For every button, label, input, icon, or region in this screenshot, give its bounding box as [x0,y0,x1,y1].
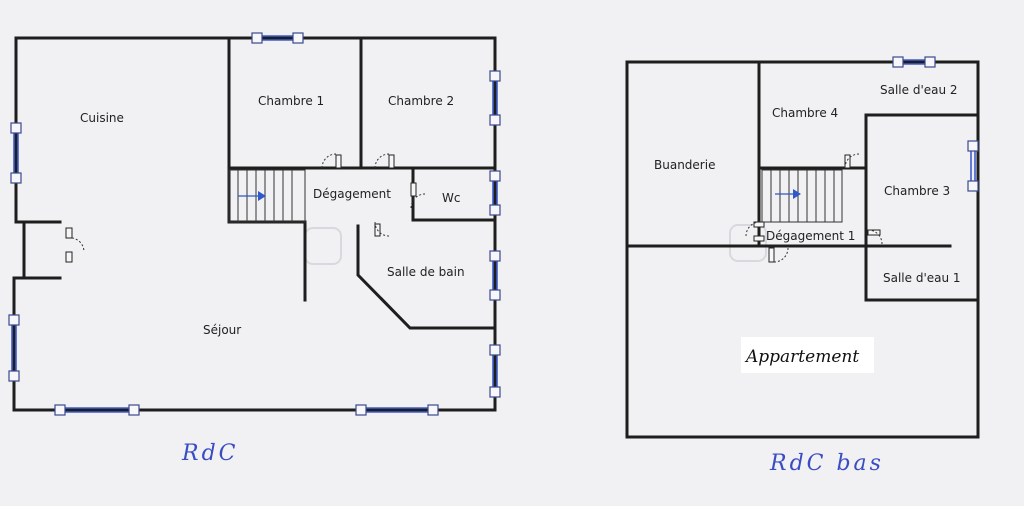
room-cuisine-label: Cuisine [80,111,124,125]
plan-rdc-bas: Buanderie Chambre 4 Salle d'eau 2 Chambr… [625,56,980,476]
appartement-label: Appartement [744,347,859,367]
stair-arrow-icon [258,191,266,201]
windows-rdc-bas [892,56,979,192]
doors-rdc [65,153,426,263]
room-sejour-label: Séjour [203,323,241,337]
caption-rdc: RdC [181,441,238,466]
room-salle-de-bain-label: Salle de bain [387,265,465,279]
sdb-walls [356,224,497,330]
caption-rdc-bas: RdC bas [769,451,884,476]
room-salle-deau1-label: Salle d'eau 1 [883,271,961,285]
room-wc-label: Wc [442,191,460,205]
room-chambre4-label: Chambre 4 [772,106,838,120]
room-chambre2-label: Chambre 2 [388,94,454,108]
room-salle-deau2-label: Salle d'eau 2 [880,83,958,97]
windows-rdc [8,32,501,416]
stair-arrow-icon [793,189,801,199]
degagement-wall [227,166,307,302]
room-buanderie-label: Buanderie [654,158,715,172]
cuisine-step [22,220,62,280]
plan-rdc: Cuisine Chambre 1 Chambre 2 Dégagement W… [8,32,501,466]
stairs-rdc-bas [761,169,843,223]
buanderie-wall [757,60,867,248]
room-chambre1-label: Chambre 1 [258,94,324,108]
chambre3-walls [864,113,980,302]
room-degagement-label: Dégagement [313,187,391,201]
room-chambre3-label: Chambre 3 [884,184,950,198]
rdc-bas-outer-wall [625,60,980,439]
room-degagement1-label: Dégagement 1 [766,229,855,243]
stairs-rdc [228,169,306,223]
appartement-tag [741,337,874,373]
doors-rdc-bas [745,153,883,263]
